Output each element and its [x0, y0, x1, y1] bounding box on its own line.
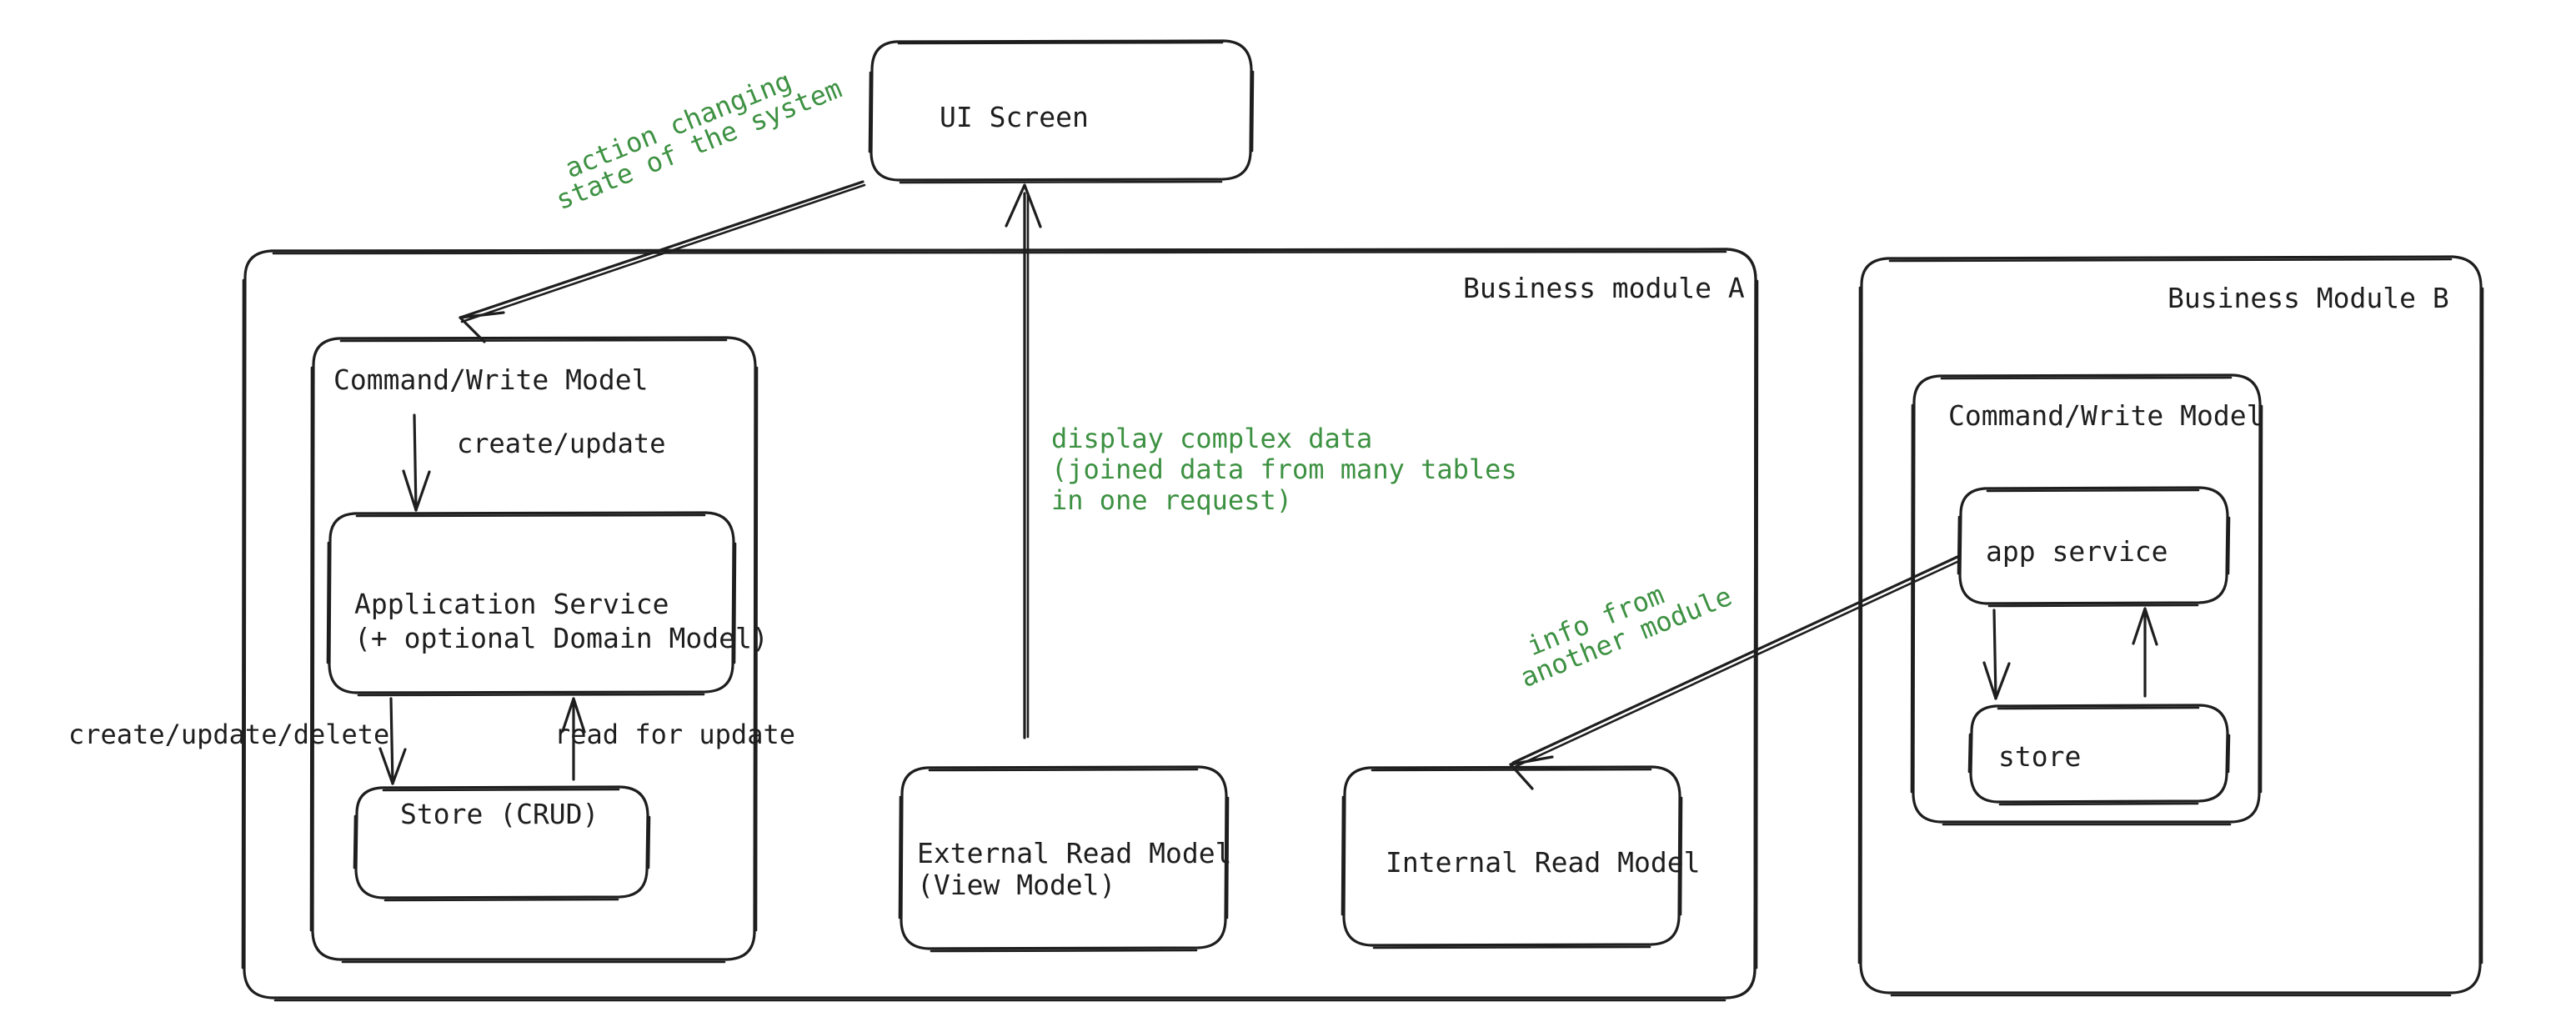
internal-read-model-label: Internal Read Model — [1386, 846, 1701, 879]
store-box — [1967, 704, 2231, 806]
application-service-box — [326, 511, 737, 697]
arrow-read-for-update — [561, 697, 586, 781]
create-update-label: create/update — [457, 428, 666, 459]
business-module-a-box — [241, 248, 1759, 1002]
arrow-store-to-app-service — [2132, 607, 2158, 698]
business-module-b-box — [1857, 255, 2484, 997]
app-service-label: app service — [1986, 535, 2168, 568]
display-complex-data-label-line2: (joined data from many tables — [1051, 453, 1517, 485]
external-read-model-label-line1: External Read Model — [917, 837, 1232, 869]
module-b-command-write-model-label: Command/Write Model — [1948, 399, 2263, 432]
app-service-box — [1957, 486, 2231, 608]
store-label: store — [1998, 740, 2082, 773]
external-read-model-box — [898, 765, 1230, 953]
business-module-b-label: Business Module B — [2168, 282, 2449, 314]
store-crud-box — [353, 785, 651, 902]
business-module-a-label: Business module A — [1463, 272, 1745, 304]
arrow-app-service-to-store — [1982, 609, 2011, 700]
arrow-create-update — [402, 413, 431, 512]
module-b-command-write-model-box — [1910, 373, 2263, 826]
arrow-action-changing-state — [459, 180, 866, 343]
module-a-command-write-model-label: Command/Write Model — [333, 363, 649, 396]
application-service-label-line1: Application Service — [354, 588, 669, 620]
internal-read-model-box — [1341, 765, 1683, 949]
display-complex-data-label-line3: in one request) — [1051, 484, 1292, 516]
module-a-command-write-model-box — [309, 336, 759, 964]
arrow-create-update-delete — [378, 697, 407, 785]
arrow-display-complex-data — [1005, 183, 1042, 739]
external-read-model-label-line2: (View Model) — [917, 869, 1116, 901]
create-update-delete-label: create/update/delete — [68, 719, 390, 750]
display-complex-data-label-line1: display complex data — [1051, 423, 1373, 454]
application-service-label-line2: (+ optional Domain Model) — [354, 622, 769, 654]
ui-screen-label: UI Screen — [940, 101, 1089, 133]
arrow-info-from-another-module — [1509, 555, 1961, 790]
ui-screen-box — [868, 39, 1255, 184]
store-crud-label: Store (CRUD) — [400, 798, 599, 830]
read-for-update-label: read for update — [554, 719, 795, 750]
